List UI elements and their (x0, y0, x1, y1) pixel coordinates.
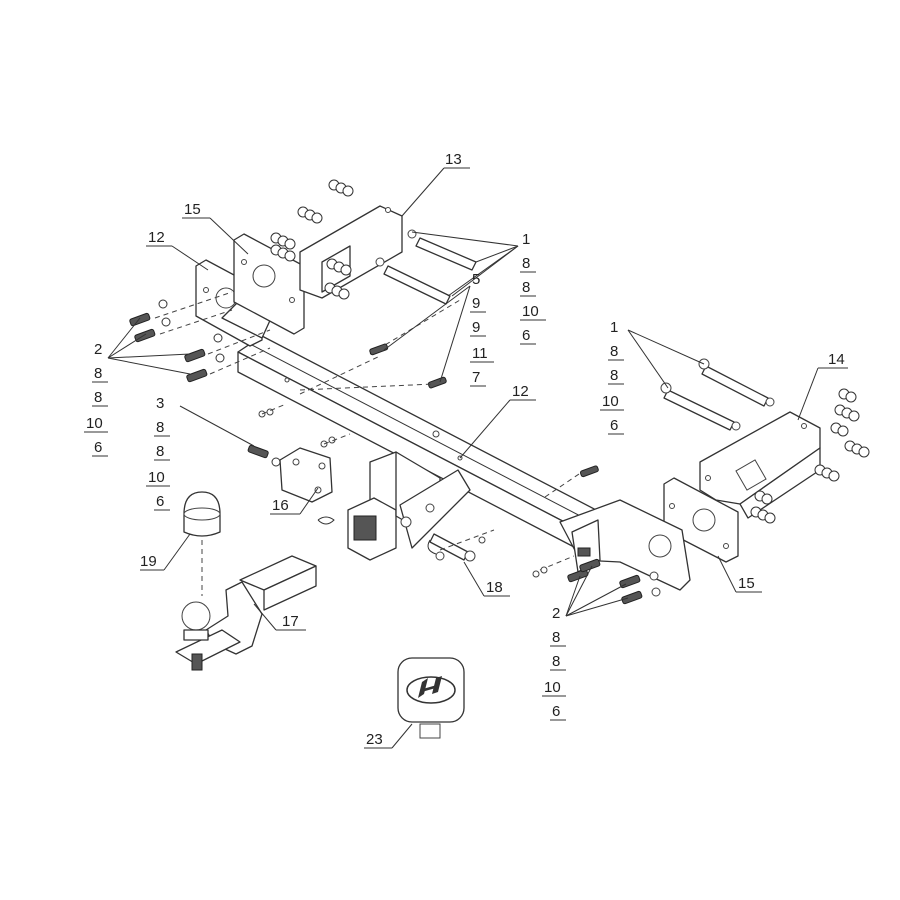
hitch-pin-18 (427, 529, 495, 562)
callout-top-right-3: 8 (522, 279, 530, 296)
callout-right-5: 6 (610, 417, 618, 434)
callout-17: 17 (282, 613, 299, 630)
callout-left-5: 6 (94, 439, 102, 456)
callout-mid-3: 9 (472, 319, 480, 336)
callout-right-4: 10 (602, 393, 619, 410)
callout-bottom-1: 2 (552, 605, 560, 622)
ball-cover-19 (183, 491, 221, 596)
callout-left-lower-1: 3 (156, 395, 164, 412)
callout-mid-2: 9 (472, 295, 480, 312)
callout-bottom-5: 6 (552, 703, 560, 720)
callout-18: 18 (486, 579, 503, 596)
callout-right-2: 8 (610, 343, 618, 360)
callout-left-2: 8 (94, 365, 102, 382)
right-bracket-15 (663, 477, 739, 563)
callout-16: 16 (272, 497, 289, 514)
callout-19: 19 (140, 553, 157, 570)
socket-plate-16 (279, 447, 335, 525)
callout-right-1: 1 (610, 319, 618, 336)
callout-15-left: 15 (184, 201, 201, 218)
callout-15-right: 15 (738, 575, 755, 592)
callout-left-4: 10 (86, 415, 103, 432)
callout-mid-4: 11 (472, 345, 488, 362)
callout-13: 13 (445, 151, 462, 168)
callout-bottom-3: 8 (552, 653, 560, 670)
right-bracket-12 (559, 499, 691, 591)
callout-12-left: 12 (148, 229, 165, 246)
callout-top-right-1: 1 (522, 231, 530, 248)
hyundai-logo-icon (406, 676, 456, 704)
callout-left-lower-2: 8 (156, 419, 164, 436)
callout-labels: 13 15 12 1 8 8 10 6 5 9 9 11 7 2 8 8 10 … (86, 151, 845, 748)
callout-bottom-2: 8 (552, 629, 560, 646)
callout-left-lower-5: 6 (156, 493, 164, 510)
callout-mid-5: 7 (472, 369, 480, 386)
callout-top-right-2: 8 (522, 255, 530, 272)
emblem-plate-23 (397, 657, 465, 739)
callout-left-lower-3: 8 (156, 443, 164, 460)
leader-lines (84, 167, 848, 749)
right-fasteners (532, 358, 870, 605)
callout-left-lower-4: 10 (148, 469, 165, 486)
callout-14: 14 (828, 351, 845, 368)
callout-left-1: 2 (94, 341, 102, 358)
callout-bottom-4: 10 (544, 679, 561, 696)
callout-12-right: 12 (512, 383, 529, 400)
callout-mid-1: 5 (472, 271, 480, 288)
callout-left-3: 8 (94, 389, 102, 406)
callout-23: 23 (366, 731, 383, 748)
callout-right-3: 8 (610, 367, 618, 384)
callout-top-right-5: 6 (522, 327, 530, 344)
ball-mount-17 (175, 555, 317, 671)
receiver-hitch (347, 451, 471, 561)
callout-top-right-4: 10 (522, 303, 539, 320)
